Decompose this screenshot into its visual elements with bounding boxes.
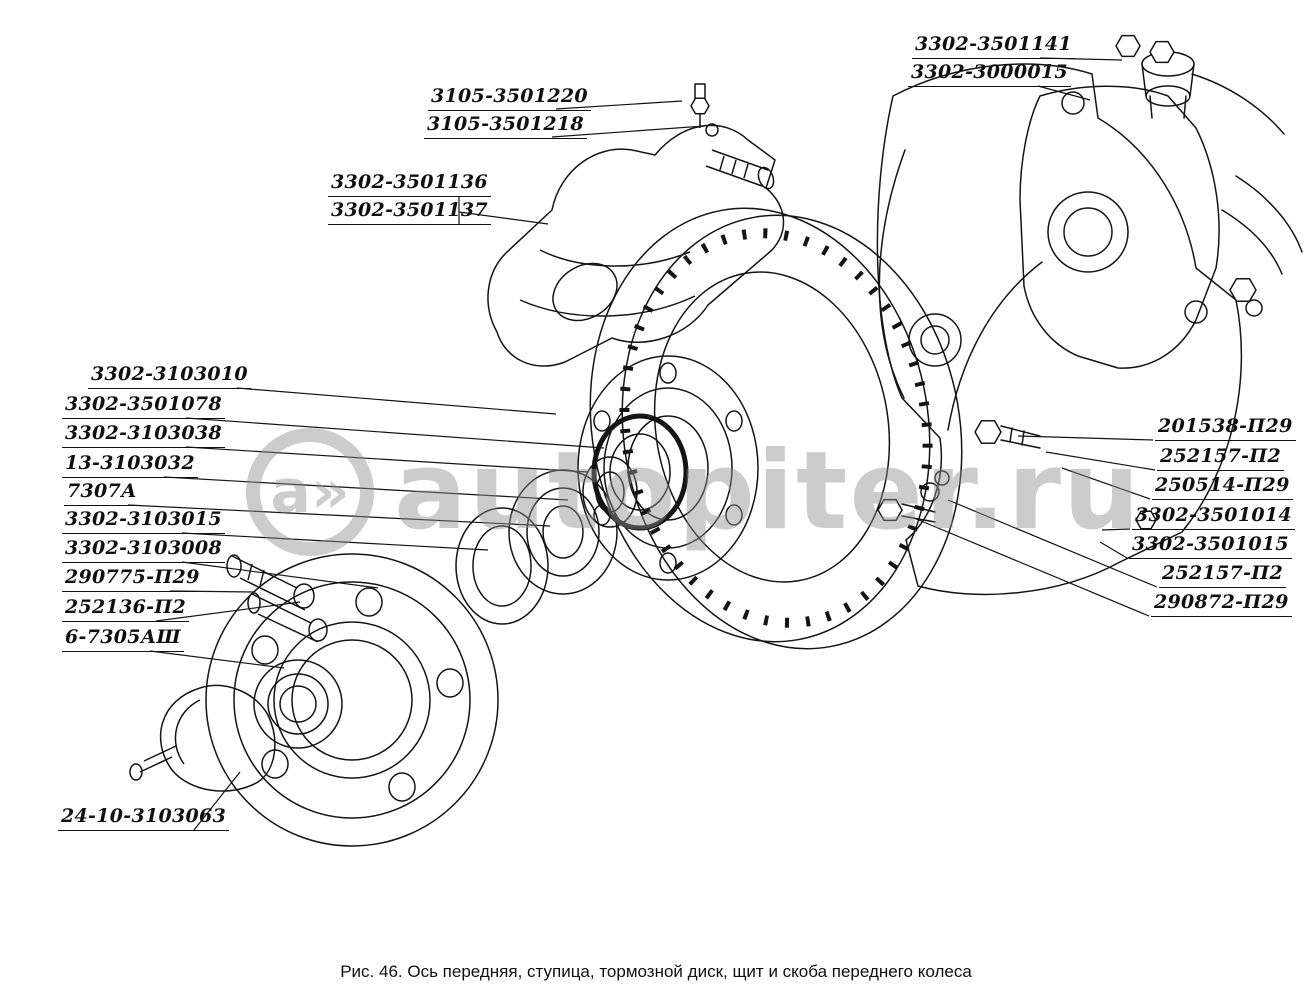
part-label-250514-p29: 250514-П29: [1152, 474, 1293, 500]
part-label-7307a: 7307А: [64, 480, 140, 506]
part-label-3302-3501078: 3302-3501078: [62, 393, 225, 419]
part-label-3302-3103010: 3302-3103010: [88, 363, 251, 389]
bearing-stack-drawing: [455, 456, 638, 625]
part-label-3302-3501015: 3302-3501015: [1129, 533, 1292, 559]
part-label-3302-3501137: 3302-3501137: [328, 199, 491, 225]
hub-drawing: [129, 553, 499, 847]
part-label-252157-p2-a: 252157-П2: [1157, 445, 1285, 471]
part-label-252136-p2: 252136-П2: [62, 596, 190, 622]
knuckle-shield-drawing: [876, 34, 1303, 596]
caliper-drawing: [487, 83, 785, 367]
part-label-3302-3103015: 3302-3103015: [62, 508, 225, 534]
part-label-3302-3501014: 3302-3501014: [1132, 504, 1295, 530]
part-label-3105-3501218: 3105-3501218: [424, 113, 587, 139]
part-label-3302-3103008: 3302-3103008: [62, 537, 225, 563]
part-label-3105-3501220: 3105-3501220: [428, 85, 591, 111]
part-label-3302-3501136: 3302-3501136: [328, 171, 491, 197]
part-label-13-3103032: 13-3103032: [62, 452, 198, 478]
part-label-24-10-3103063: 24-10-3103063: [58, 805, 230, 831]
leader-lines: [127, 57, 1158, 831]
part-label-290872-p29: 290872-П29: [1151, 591, 1292, 617]
part-label-252157-p2-b: 252157-П2: [1159, 562, 1287, 588]
part-label-3302-3103038: 3302-3103038: [62, 422, 225, 448]
figure-caption: Рис. 46. Ось передняя, ступица, тормозно…: [340, 962, 972, 981]
brake-disc-drawing: [577, 207, 963, 650]
part-label-3302-3501141: 3302-3501141: [912, 33, 1075, 59]
part-label-201538-p29: 201538-П29: [1155, 415, 1296, 441]
part-label-290775-p29: 290775-П29: [62, 566, 203, 592]
part-label-3302-3000015: 3302-3000015: [908, 61, 1071, 87]
part-label-6-7305ash: 6-7305АШ: [62, 626, 184, 652]
